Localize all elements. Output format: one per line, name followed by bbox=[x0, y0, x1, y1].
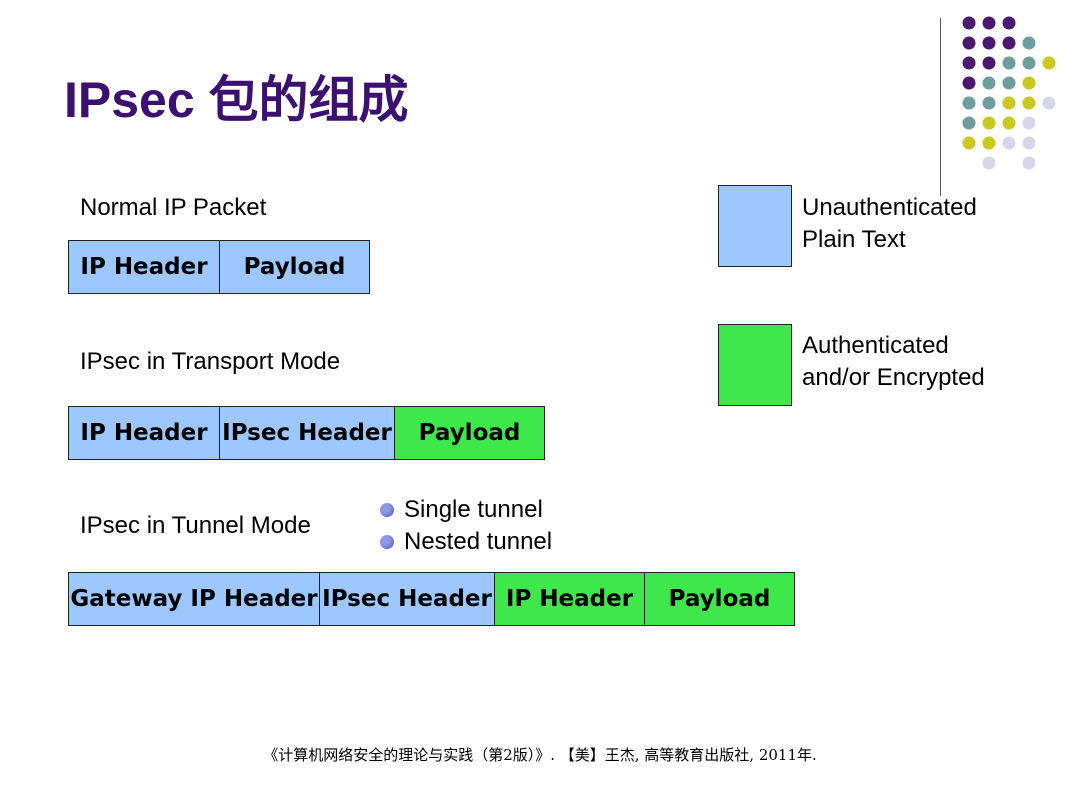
page-title: IPsec 包的组成 bbox=[64, 72, 409, 128]
packet-segment: IPsec Header bbox=[219, 406, 395, 460]
decorative-dot bbox=[1002, 16, 1016, 30]
decorative-dot bbox=[982, 96, 996, 110]
decorative-dot bbox=[982, 116, 996, 130]
decorative-divider bbox=[940, 18, 941, 196]
decorative-dot bbox=[962, 56, 976, 70]
decorative-dot bbox=[1022, 96, 1036, 110]
decorative-dot bbox=[982, 36, 996, 50]
packet-segment: IP Header bbox=[68, 406, 220, 460]
decorative-dot bbox=[1022, 76, 1036, 90]
decorative-dot bbox=[1002, 76, 1016, 90]
decorative-dot bbox=[962, 136, 976, 150]
legend-line: and/or Encrypted bbox=[802, 364, 985, 391]
decorative-dot bbox=[1042, 56, 1056, 70]
packet-segment: IP Header bbox=[494, 572, 645, 626]
decorative-dot bbox=[962, 116, 976, 130]
list-item: Nested tunnel bbox=[380, 526, 552, 558]
packet-segment: Payload bbox=[644, 572, 795, 626]
legend-line: Authenticated bbox=[802, 332, 949, 359]
decorative-dot bbox=[1042, 96, 1056, 110]
decorative-dot-grid bbox=[962, 16, 1056, 170]
bullet-icon bbox=[380, 535, 394, 549]
legend-line: Unauthenticated bbox=[802, 194, 977, 221]
packet-segment: IP Header bbox=[68, 240, 220, 294]
decorative-dot bbox=[962, 36, 976, 50]
decorative-dot bbox=[1022, 116, 1036, 130]
decorative-dot bbox=[982, 76, 996, 90]
packet-segment: Gateway IP Header bbox=[68, 572, 320, 626]
decorative-dot bbox=[1002, 36, 1016, 50]
decorative-dot bbox=[1002, 96, 1016, 110]
tunnel-mode-label: IPsec in Tunnel Mode bbox=[80, 512, 311, 539]
decorative-dot bbox=[1002, 116, 1016, 130]
normal-packet: IP Header Payload bbox=[68, 240, 370, 294]
transport-mode-label: IPsec in Transport Mode bbox=[80, 348, 341, 375]
legend-label-plain: Unauthenticated Plain Text bbox=[802, 192, 977, 256]
list-item: Single tunnel bbox=[380, 494, 552, 526]
decorative-dot bbox=[962, 96, 976, 110]
legend-swatch-plain bbox=[718, 185, 792, 267]
decorative-dot bbox=[982, 156, 996, 170]
decorative-dot bbox=[1002, 136, 1016, 150]
legend-line: Plain Text bbox=[802, 226, 906, 253]
decorative-dot bbox=[1022, 156, 1036, 170]
bullet-text: Single tunnel bbox=[404, 496, 543, 523]
decorative-dot bbox=[1022, 36, 1036, 50]
decorative-dot bbox=[962, 16, 976, 30]
packet-segment: Payload bbox=[394, 406, 545, 460]
decorative-dot bbox=[1022, 56, 1036, 70]
tunnel-bullet-list: Single tunnel Nested tunnel bbox=[380, 494, 552, 558]
normal-packet-label: Normal IP Packet bbox=[80, 194, 267, 221]
decorative-dot bbox=[982, 56, 996, 70]
decorative-dot bbox=[1002, 56, 1016, 70]
packet-segment: Payload bbox=[219, 240, 370, 294]
transport-mode-packet: IP Header IPsec Header Payload bbox=[68, 406, 545, 460]
legend-swatch-auth bbox=[718, 324, 792, 406]
decorative-dot bbox=[1022, 136, 1036, 150]
decorative-dot bbox=[982, 136, 996, 150]
citation-footer: 《计算机网络安全的理论与实践（第2版）》. 【美】王杰, 高等教育出版社, 20… bbox=[263, 746, 817, 764]
bullet-icon bbox=[380, 503, 394, 517]
decorative-dot bbox=[982, 16, 996, 30]
legend-label-auth: Authenticated and/or Encrypted bbox=[802, 330, 985, 394]
decorative-dot bbox=[962, 76, 976, 90]
tunnel-mode-packet: Gateway IP Header IPsec Header IP Header… bbox=[68, 572, 795, 626]
bullet-text: Nested tunnel bbox=[404, 528, 553, 555]
packet-segment: IPsec Header bbox=[319, 572, 495, 626]
